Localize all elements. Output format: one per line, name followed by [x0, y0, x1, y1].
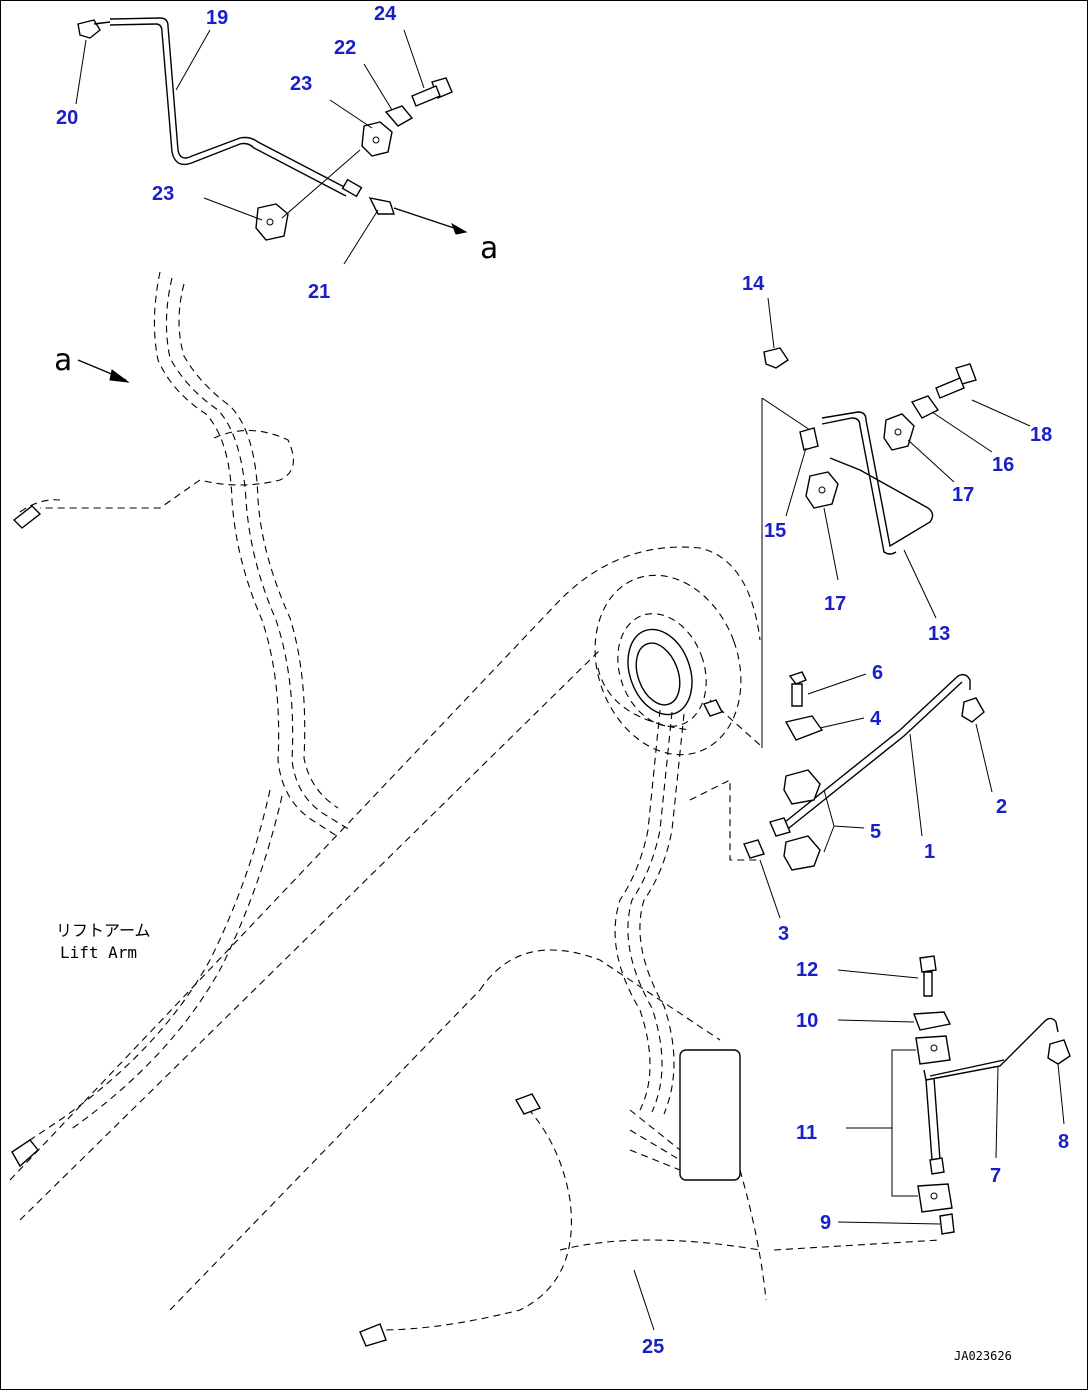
tube-1-assembly: [743, 671, 985, 871]
callout-24: 24: [374, 3, 397, 25]
callout-15: 15: [764, 520, 786, 542]
reference-arrow-a-left: [77, 359, 130, 383]
callout-20: 20: [56, 107, 78, 129]
callout-17-lower: 17: [824, 593, 846, 615]
reference-labels: a a リフトアーム Lift Arm JA023626: [54, 231, 1012, 1363]
callout-11: 11: [796, 1122, 817, 1144]
callout-18: 18: [1030, 424, 1052, 446]
lift-arm-label-english: Lift Arm: [60, 943, 137, 962]
callout-19: 19: [206, 7, 228, 29]
tube-7-assembly: [913, 955, 1071, 1235]
callout-16: 16: [992, 454, 1014, 476]
lift-arm-label-japanese: リフトアーム: [56, 921, 151, 940]
callout-8: 8: [1058, 1131, 1069, 1153]
callout-13: 13: [928, 623, 950, 645]
reference-mark-a-top: a: [480, 231, 498, 266]
lift-arm-hoses: [11, 271, 351, 1168]
callout-23-lower: 23: [152, 183, 174, 205]
tube-19-assembly: [77, 17, 468, 241]
callout-12: 12: [796, 959, 818, 981]
callout-2: 2: [996, 796, 1007, 818]
lift-arm-outline: [9, 546, 761, 1311]
leader-lines: [75, 29, 1065, 1331]
callout-14: 14: [742, 273, 765, 295]
callout-5: 5: [870, 821, 881, 843]
callout-6: 6: [872, 662, 883, 684]
callout-22: 22: [334, 37, 356, 59]
callout-21: 21: [308, 281, 330, 303]
reference-mark-a-left: a: [54, 343, 72, 378]
center-hose-bundle: [359, 699, 941, 1347]
callout-23-upper: 23: [290, 73, 312, 95]
callout-10: 10: [796, 1010, 818, 1032]
callout-9: 9: [820, 1212, 831, 1234]
callout-7: 7: [990, 1165, 1001, 1187]
callout-labels: 19 24 22 20 23 23 21 14 18 16 17 15 17 1…: [56, 3, 1069, 1358]
callout-4: 4: [870, 708, 882, 730]
callout-3: 3: [778, 923, 789, 945]
drawing-code: JA023626: [954, 1349, 1012, 1363]
callout-17-right: 17: [952, 484, 974, 506]
callout-1: 1: [924, 841, 935, 863]
callout-25: 25: [642, 1336, 664, 1358]
tube-13-assembly: [761, 347, 977, 748]
